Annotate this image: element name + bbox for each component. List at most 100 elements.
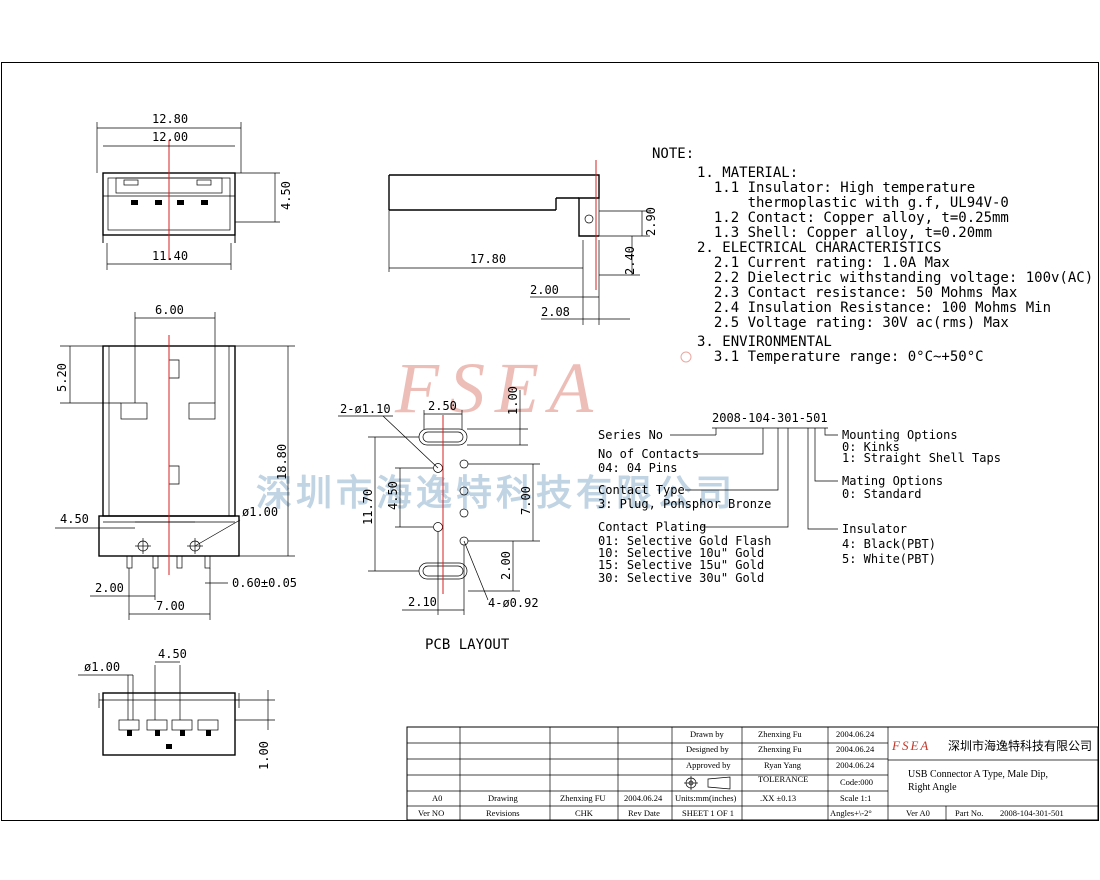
pcb-layout: 2.50 1.00 2-ø1.10 11.70 4.50 7.00 2.00 2… <box>338 386 540 653</box>
bottom-view: ø1.00 4.50 1.00 <box>78 647 275 770</box>
tb-designed-name: Zhenxing Fu <box>758 744 802 754</box>
note-line: 2.2 Dielectric withstanding voltage: 100… <box>697 270 1093 286</box>
top-view: 12.80 12.00 4.50 11.40 <box>96 112 293 270</box>
tb-drawn-label: Drawn by <box>690 729 725 739</box>
note-line: 2. ELECTRICAL CHARACTERISTICS <box>697 240 941 256</box>
tb-ver-label: Ver A0 <box>906 808 930 818</box>
note-line: 1.2 Contact: Copper alloy, t=0.25mm <box>697 210 1009 226</box>
tb-units: Units:mm(inches) <box>675 793 737 803</box>
contacts-label: No of Contacts <box>598 447 699 461</box>
note-line: 2.5 Voltage rating: 30V ac(rms) Max <box>697 315 1009 331</box>
note-title: NOTE: <box>652 146 694 162</box>
dim-2-40: 2.40 <box>623 246 637 275</box>
dim-12-80: 12.80 <box>152 112 188 126</box>
tb-tolerance-label: TOLERANCE <box>758 774 808 784</box>
tb-revisions-label: Revisions <box>486 808 520 818</box>
tb-date2: 2004.06.24 <box>836 744 875 754</box>
title-block: A0 Drawing Zhenxing FU 2004.06.24 Units:… <box>406 726 1099 821</box>
tb-title-line2: Right Angle <box>908 782 957 793</box>
mounting-opt: 0: Kinks <box>842 440 900 454</box>
contact-type-label: Contact Type <box>598 483 685 497</box>
insulator-opt: 4: Black(PBT) <box>842 537 936 551</box>
tb-chk-label: CHK <box>575 808 594 818</box>
dim-18-80: 18.80 <box>275 444 289 480</box>
dim-holes-4-0-92: 4-ø0.92 <box>488 596 539 610</box>
plating-opt: 30: Selective 30u" Gold <box>598 571 764 585</box>
dim-pcb-2-00: 2.00 <box>499 551 513 580</box>
tb-rev-date: 2004.06.24 <box>624 793 663 803</box>
dim-6-00: 6.00 <box>155 303 184 317</box>
dim-bottom-hole: ø1.00 <box>84 660 120 674</box>
note-line: 2.4 Insulation Resistance: 100 Mohms Min <box>697 300 1051 316</box>
watermark-company: 深圳市海逸特科技有限公司 <box>256 473 736 514</box>
dim-pin-width: 0.60±0.05 <box>232 576 297 590</box>
mating-opt: 0: Standard <box>842 487 921 501</box>
plating-label: Contact Plating <box>598 520 706 534</box>
tb-rev-date-label: Rev Date <box>628 808 660 818</box>
watermark: FSEA 深圳市海逸特科技有限公司 <box>256 348 736 514</box>
tb-ver-no-label: Ver NO <box>418 808 444 818</box>
note-line: 3. ENVIRONMENTAL <box>697 334 832 350</box>
tb-part-no: 2008-104-301-501 <box>1000 808 1064 818</box>
part-code: 2008-104-301-501 Series No No of Contact… <box>598 411 1001 585</box>
mounting-label: Mounting Options <box>842 428 958 442</box>
mating-label: Mating Options <box>842 474 943 488</box>
tb-approved-name: Ryan Yang <box>764 760 802 770</box>
note-line: 3.1 Temperature range: 0°C~+50°C <box>697 349 984 365</box>
note-line: 1. MATERIAL: <box>697 165 798 181</box>
tb-drawn-name: Zhenxing Fu <box>758 729 802 739</box>
tb-drawing: Drawing <box>488 793 518 803</box>
pcb-layout-title: PCB LAYOUT <box>425 637 510 653</box>
dim-pcb-2-10: 2.10 <box>408 595 437 609</box>
notes: NOTE: 1. MATERIAL: 1.1 Insulator: High t… <box>652 146 1093 365</box>
projection-symbol-icon <box>684 776 731 790</box>
part-code-number: 2008-104-301-501 <box>712 411 828 425</box>
dim-bottom-4-50: 4.50 <box>158 647 187 661</box>
dim-hole-1-00: ø1.00 <box>242 505 278 519</box>
dim-2-00-front: 2.00 <box>95 581 124 595</box>
dim-12-00: 12.00 <box>152 130 188 144</box>
tb-title-line1: USB Connector A Type, Male Dip, <box>908 769 1048 780</box>
dim-11-40: 11.40 <box>152 249 188 263</box>
note-line: 1.3 Shell: Copper alloy, t=0.20mm <box>697 225 992 241</box>
tb-date3: 2004.06.24 <box>836 760 875 770</box>
side-view: 17.80 2.90 2.40 2.00 2.08 <box>388 160 658 325</box>
plating-opt: 01: Selective Gold Flash <box>598 534 771 548</box>
tb-angles: Angles+\-2° <box>830 808 872 818</box>
tb-approved-label: Approved by <box>686 760 731 770</box>
plating-opt: 10: Selective 10u" Gold <box>598 546 764 560</box>
dim-11-70: 11.70 <box>361 489 375 525</box>
contacts-value: 04: 04 Pins <box>598 461 677 475</box>
contact-type-value: 3: Plug, Pohsphor Bronze <box>598 497 771 511</box>
tb-code: Code:000 <box>840 777 873 787</box>
watermark-logo: FSEA <box>394 348 603 428</box>
dim-slot-1-00: 1.00 <box>506 386 520 415</box>
tb-company-name: 深圳市海逸特科技有限公司 <box>948 738 1092 753</box>
tb-sheet: SHEET 1 OF 1 <box>682 808 734 818</box>
note-line: 2.3 Contact resistance: 50 Mohms Max <box>697 285 1017 301</box>
dim-17-80: 17.80 <box>470 252 506 266</box>
note-line: 2.1 Current rating: 1.0A Max <box>697 255 950 271</box>
dim-2-08: 2.08 <box>541 305 570 319</box>
tb-scale: Scale 1:1 <box>840 793 871 803</box>
dim-5-20: 5.20 <box>55 363 69 392</box>
tb-company-logo: FSEA <box>891 738 930 753</box>
tb-tolerance-value: .XX ±0.13 <box>760 793 796 803</box>
dim-2-90: 2.90 <box>644 207 658 236</box>
tb-part-label: Part No. <box>955 808 983 818</box>
dim-4-50: 4.50 <box>279 181 293 210</box>
dim-holes-2-1-10: 2-ø1.10 <box>340 402 391 416</box>
dim-pcb-4-50: 4.50 <box>386 481 400 510</box>
tb-ver: A0 <box>432 793 442 803</box>
insulator-label: Insulator <box>842 522 907 536</box>
plating-opt: 15: Selective 15u" Gold <box>598 558 764 572</box>
note-line: 1.1 Insulator: High temperature <box>697 180 975 196</box>
dim-slot-2-50: 2.50 <box>428 399 457 413</box>
mounting-opt: 1: Straight Shell Taps <box>842 451 1001 465</box>
dim-7-00-front: 7.00 <box>156 599 185 613</box>
tb-designed-label: Designed by <box>686 744 729 754</box>
note-line: thermoplastic with g.f, UL94V-0 <box>697 195 1009 211</box>
tb-drawn-by: Zhenxing FU <box>560 793 606 803</box>
tb-date1: 2004.06.24 <box>836 729 875 739</box>
